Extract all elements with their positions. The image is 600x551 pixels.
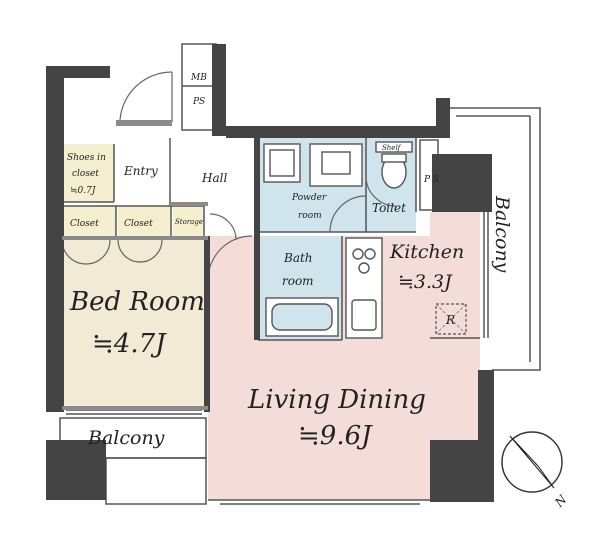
label-kitchen-size: ≒3.3J bbox=[398, 271, 453, 293]
stove-burner-2 bbox=[364, 248, 376, 260]
label-closet-1: Closet bbox=[70, 219, 99, 229]
closet-1-area bbox=[64, 206, 116, 238]
storage-area bbox=[173, 206, 203, 236]
label-mb: MB bbox=[190, 73, 207, 83]
compass-needle-light bbox=[509, 435, 555, 489]
label-balcony-bottom: Balcony bbox=[87, 427, 165, 449]
bed-room-area bbox=[62, 240, 204, 408]
label-closet-2: Closet bbox=[124, 219, 153, 229]
refrigerator-space bbox=[435, 303, 467, 335]
bathtub-inner bbox=[271, 303, 333, 331]
label-kitchen: Kitchen bbox=[389, 241, 464, 263]
labels: MB PS P S Shoes in closet ≒0.7J Entry Ha… bbox=[67, 73, 513, 451]
label-entry: Entry bbox=[123, 164, 158, 178]
stove-burner-3 bbox=[358, 262, 370, 274]
label-hall: Hall bbox=[201, 171, 227, 185]
toilet-shelf bbox=[375, 141, 413, 153]
closet-2-area bbox=[118, 206, 170, 238]
label-shelf: Shelf bbox=[382, 144, 402, 152]
label-powder-line2: room bbox=[298, 211, 322, 221]
label-bath-line2: room bbox=[282, 274, 314, 288]
compass-n-label: N bbox=[552, 492, 570, 510]
label-toilet: Toilet bbox=[372, 201, 406, 215]
label-bed-room-size: ≒4.7J bbox=[92, 329, 167, 359]
walls bbox=[46, 44, 494, 502]
living-dining-area bbox=[208, 212, 480, 500]
label-shoes-line2: closet bbox=[72, 169, 99, 179]
label-ps-kitchen: P S bbox=[423, 175, 439, 185]
compass: N bbox=[501, 431, 570, 510]
shoes-closet-area bbox=[62, 144, 114, 202]
label-shoes-line1: Shoes in bbox=[67, 153, 106, 163]
label-powder-line1: Powder bbox=[291, 193, 327, 203]
stove-burner-1 bbox=[352, 248, 364, 260]
kitchen-sink bbox=[351, 299, 377, 331]
label-refrigerator: R bbox=[445, 313, 455, 327]
label-bed-room: Bed Room bbox=[69, 287, 205, 317]
partitions bbox=[59, 43, 541, 505]
toilet-tank bbox=[381, 153, 407, 163]
washer-inner bbox=[269, 149, 295, 177]
label-ps: PS bbox=[192, 97, 205, 107]
label-bath-line1: Bath bbox=[283, 251, 313, 265]
label-balcony-right: Balcony bbox=[491, 195, 513, 273]
label-shoes-size: ≒0.7J bbox=[70, 186, 97, 196]
label-living-dining-size: ≒9.6J bbox=[298, 421, 373, 451]
label-storage: Storage bbox=[175, 218, 203, 226]
label-living-dining: Living Dining bbox=[247, 385, 426, 415]
fixtures bbox=[263, 141, 467, 339]
basin-bowl bbox=[321, 151, 351, 175]
